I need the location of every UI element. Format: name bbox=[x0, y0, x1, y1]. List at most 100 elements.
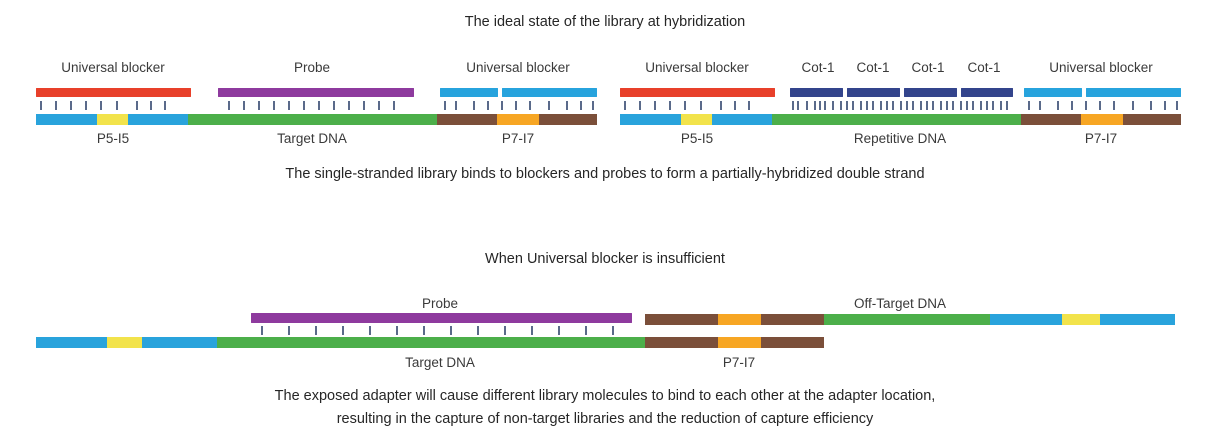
hybridization-tick bbox=[819, 101, 821, 110]
hybridization-tick bbox=[315, 326, 317, 335]
p5-i5-blue-a bbox=[36, 337, 107, 348]
hybridization-tick bbox=[880, 101, 882, 110]
hybridization-tick bbox=[333, 101, 335, 110]
hybridization-tick bbox=[40, 101, 42, 110]
hybridization-tick bbox=[814, 101, 816, 110]
universal-blocker-bar-3 bbox=[502, 88, 597, 97]
hybridization-tick bbox=[318, 101, 320, 110]
cot1-bar-2 bbox=[847, 88, 900, 97]
hybridization-tick bbox=[797, 101, 799, 110]
hybridization-tick bbox=[840, 101, 842, 110]
p5-i5-yellow bbox=[107, 337, 142, 348]
hybridization-tick bbox=[100, 101, 102, 110]
hybridization-tick bbox=[566, 101, 568, 110]
hybridization-tick bbox=[450, 326, 452, 335]
off-target-brown-a bbox=[645, 314, 718, 325]
hybridization-tick bbox=[906, 101, 908, 110]
p5-i5-blue-a bbox=[36, 114, 97, 125]
hybridization-tick bbox=[980, 101, 982, 110]
hybridization-tick bbox=[792, 101, 794, 110]
hybridization-tick bbox=[580, 101, 582, 110]
hybridization-tick bbox=[393, 101, 395, 110]
target-dna-green bbox=[188, 114, 437, 125]
hybridization-tick bbox=[585, 326, 587, 335]
top-blocker-label-0: Universal blocker bbox=[61, 60, 165, 75]
hybridization-tick bbox=[1164, 101, 1166, 110]
p7-i7-brown-a bbox=[437, 114, 497, 125]
universal-blocker-bar-5 bbox=[1024, 88, 1082, 97]
p5-i5-yellow bbox=[97, 114, 128, 125]
hybridization-tick bbox=[136, 101, 138, 110]
top-panel-title: The ideal state of the library at hybrid… bbox=[464, 14, 746, 30]
hybridization-tick bbox=[363, 101, 365, 110]
hybridization-tick bbox=[558, 326, 560, 335]
hybridization-tick bbox=[892, 101, 894, 110]
hybridization-tick bbox=[473, 101, 475, 110]
hybridization-tick bbox=[531, 326, 533, 335]
hybridization-tick bbox=[55, 101, 57, 110]
hybridization-tick bbox=[548, 101, 550, 110]
hybridization-tick bbox=[342, 326, 344, 335]
top-blocker-label-8: Universal blocker bbox=[1049, 60, 1153, 75]
universal-blocker-bar-1 bbox=[36, 88, 191, 97]
bottom-panel-caption-line2: resulting in the capture of non-target l… bbox=[336, 411, 874, 427]
hybridization-tick bbox=[926, 101, 928, 110]
p7-i7-label: P7-I7 bbox=[722, 355, 756, 370]
hybridization-tick bbox=[960, 101, 962, 110]
hybridization-tick bbox=[734, 101, 736, 110]
hybridization-tick bbox=[1028, 101, 1030, 110]
top-blocker-label-3: Universal blocker bbox=[645, 60, 749, 75]
hybridization-tick bbox=[806, 101, 808, 110]
p7-i7-brown-a bbox=[645, 337, 718, 348]
hybridization-tick bbox=[592, 101, 594, 110]
hybridization-tick bbox=[228, 101, 230, 110]
p5-i5-blue-d bbox=[712, 114, 772, 125]
off-target-green bbox=[824, 314, 990, 325]
p7-i7-orange-2 bbox=[1081, 114, 1123, 125]
p7-i7-orange bbox=[497, 114, 539, 125]
cot1-bar-4 bbox=[961, 88, 1013, 97]
hybridization-tick bbox=[1132, 101, 1134, 110]
top-region-label-2: P7-I7 bbox=[501, 131, 535, 146]
hybridization-tick bbox=[639, 101, 641, 110]
hybridization-tick bbox=[1150, 101, 1152, 110]
hybridization-tick bbox=[455, 101, 457, 110]
hybridization-tick bbox=[1176, 101, 1178, 110]
hybridization-tick bbox=[444, 101, 446, 110]
hybridization-tick bbox=[487, 101, 489, 110]
universal-blocker-bar-6 bbox=[1086, 88, 1181, 97]
hybridization-tick bbox=[860, 101, 862, 110]
hybridization-tick bbox=[720, 101, 722, 110]
repetitive-dna-green bbox=[772, 114, 1021, 125]
hybridization-tick bbox=[423, 326, 425, 335]
top-panel-caption: The single-stranded library binds to blo… bbox=[285, 166, 925, 182]
hybridization-tick bbox=[612, 326, 614, 335]
hybridization-tick bbox=[846, 101, 848, 110]
hybridization-tick bbox=[1113, 101, 1115, 110]
hybridization-tick bbox=[940, 101, 942, 110]
probe-bar bbox=[251, 313, 632, 323]
off-target-dna-label: Off-Target DNA bbox=[853, 296, 947, 311]
hybridization-tick bbox=[504, 326, 506, 335]
hybridization-tick bbox=[501, 101, 503, 110]
p7-i7-brown-b bbox=[539, 114, 597, 125]
hybridization-tick bbox=[700, 101, 702, 110]
hybridization-tick bbox=[515, 101, 517, 110]
hybridization-tick bbox=[669, 101, 671, 110]
hybridization-tick bbox=[748, 101, 750, 110]
off-target-blue-b bbox=[1100, 314, 1175, 325]
hybridization-tick bbox=[866, 101, 868, 110]
hybridization-tick bbox=[288, 101, 290, 110]
hybridization-tick bbox=[900, 101, 902, 110]
top-blocker-label-4: Cot-1 bbox=[801, 60, 835, 75]
hybridization-tick bbox=[986, 101, 988, 110]
hybridization-tick bbox=[288, 326, 290, 335]
hybridization-tick bbox=[624, 101, 626, 110]
hybridization-tick bbox=[972, 101, 974, 110]
hybridization-tick bbox=[348, 101, 350, 110]
hybridization-tick bbox=[932, 101, 934, 110]
hybridization-tick bbox=[654, 101, 656, 110]
universal-blocker-bar-2 bbox=[440, 88, 498, 97]
hybridization-tick bbox=[378, 101, 380, 110]
